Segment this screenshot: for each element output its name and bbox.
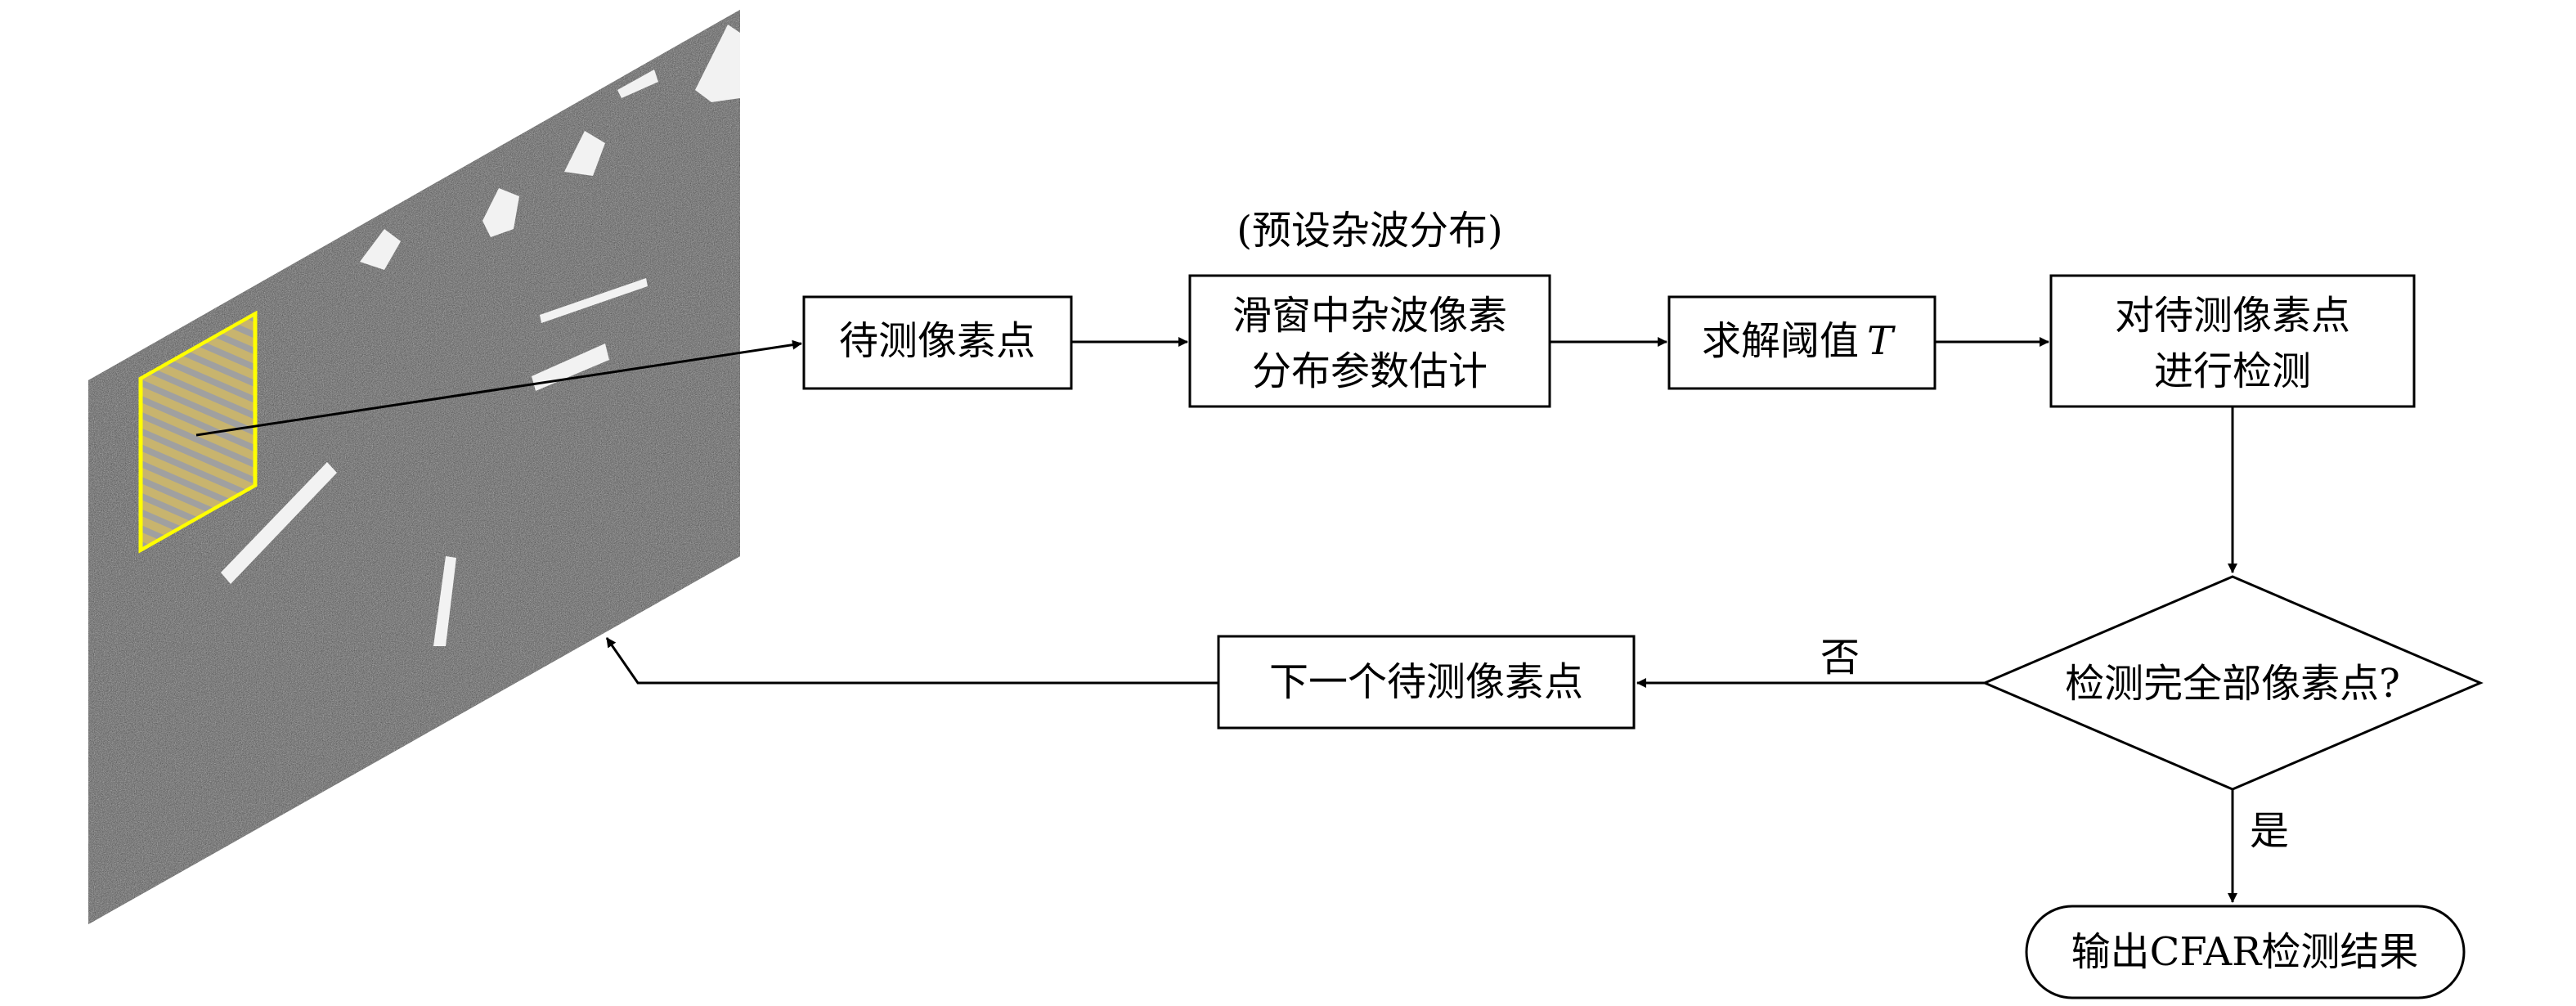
estimate-label-line1: 滑窗中杂波像素: [1232, 293, 1507, 339]
arrow-window-to-pixel: [195, 339, 802, 437]
yes-label: 是: [2250, 808, 2289, 854]
decision-label: 检测完全部像素点?: [2065, 661, 2400, 707]
sliding-window: [138, 310, 258, 554]
arrow-next-to-image: [605, 637, 1218, 685]
estimate-label-line2: 分布参数估计: [1252, 348, 1488, 394]
node-decision: 检测完全部像素点?: [1981, 575, 2484, 791]
node-output: 输出CFAR检测结果: [2025, 905, 2466, 999]
node-detect: 对待测像素点 进行检测: [2049, 274, 2416, 408]
output-label: 输出CFAR检测结果: [2071, 929, 2419, 975]
preset-distribution-note: (预设杂波分布): [1236, 208, 1502, 254]
node-next-pixel: 下一个待测像素点: [1217, 635, 1636, 730]
detect-label-line2: 进行检测: [2154, 348, 2311, 394]
node-parameter-estimation: 滑窗中杂波像素 分布参数估计: [1188, 274, 1551, 408]
detect-label-line1: 对待测像素点: [2115, 293, 2350, 339]
node-pixel-under-test: 待测像素点: [802, 295, 1073, 390]
next-pixel-label: 下一个待测像素点: [1269, 659, 1583, 705]
pixel-under-test-label: 待测像素点: [839, 318, 1035, 364]
sar-image: [88, 10, 740, 924]
no-label: 否: [1820, 635, 1860, 680]
sar-targets: [221, 25, 740, 646]
